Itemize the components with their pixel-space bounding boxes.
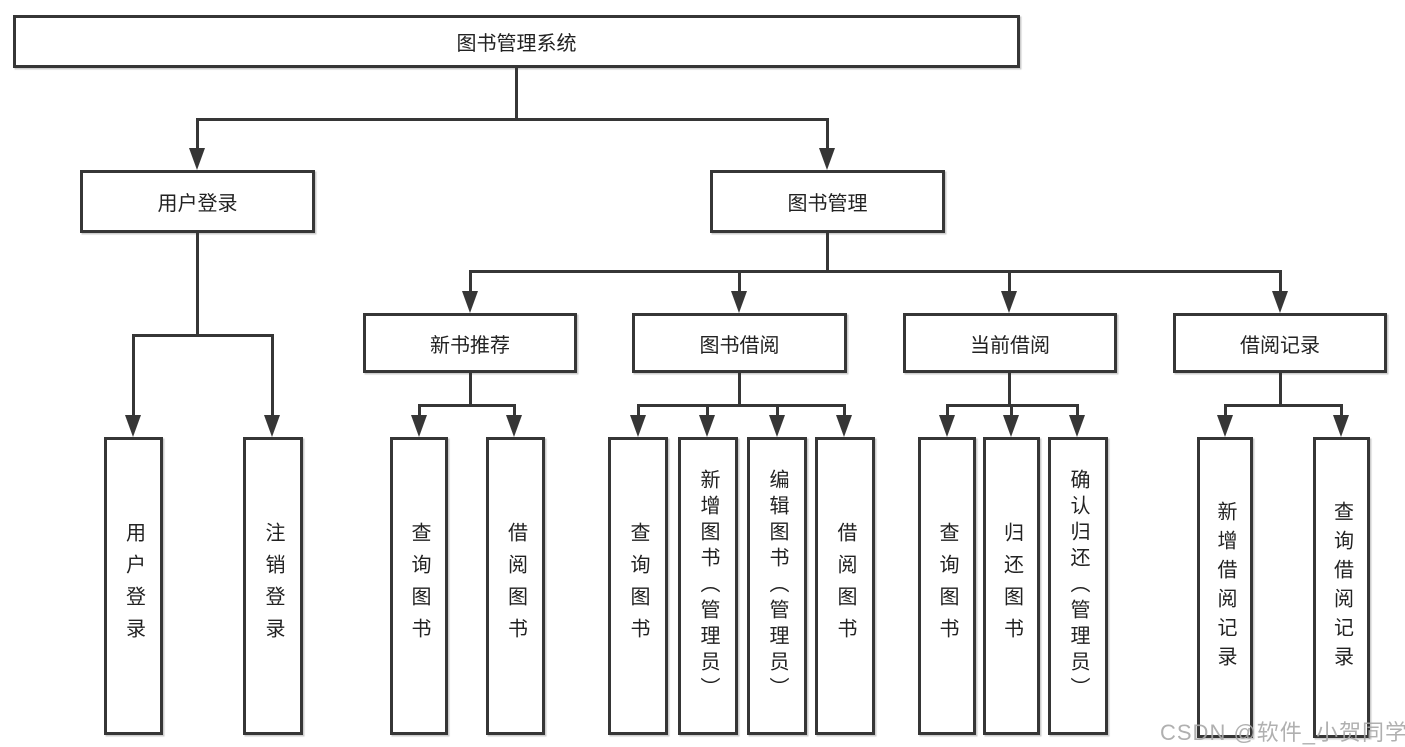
- arrowhead-down-icon: [1217, 415, 1233, 437]
- node-user-login: 用户登录: [80, 170, 315, 233]
- leaf-borrow-books-borrowing: 借阅图书: [815, 437, 875, 735]
- node-new-book-recommend: 新书推荐: [363, 313, 577, 373]
- connector-bookmgmt-stem: [826, 233, 829, 272]
- connector-bar: [1224, 404, 1342, 407]
- node-book-management: 图书管理: [710, 170, 945, 233]
- connector-root-bar: [196, 118, 829, 121]
- connector-drop: [776, 404, 779, 415]
- arrowhead-down-icon: [630, 415, 646, 437]
- connector-drop: [271, 334, 274, 415]
- node-book-borrowing: 图书借阅: [632, 313, 847, 373]
- leaf-query-books-recommend: 查询图书: [390, 437, 448, 735]
- leaf-add-books-admin: 新增图书（管理员）: [678, 437, 738, 735]
- leaf-query-books-current: 查询图书: [918, 437, 976, 735]
- arrowhead-down-icon: [1272, 291, 1288, 313]
- leaf-return-books: 归还图书: [983, 437, 1040, 735]
- connector-drop: [1076, 404, 1079, 415]
- connector-userlogin-bar: [132, 334, 273, 337]
- connector-stem: [1279, 373, 1282, 406]
- connector-drop: [469, 270, 472, 291]
- connector-bar: [418, 404, 515, 407]
- node-borrowing-records: 借阅记录: [1173, 313, 1387, 373]
- arrowhead-down-icon: [125, 415, 141, 437]
- arrowhead-down-icon: [699, 415, 715, 437]
- leaf-user-login: 用户登录: [104, 437, 163, 735]
- connector-drop: [513, 404, 516, 415]
- connector-drop: [843, 404, 846, 415]
- connector-drop: [418, 404, 421, 415]
- leaf-query-borrow-record: 查询借阅记录: [1313, 437, 1370, 738]
- arrowhead-down-icon: [819, 148, 835, 170]
- arrowhead-down-icon: [506, 415, 522, 437]
- arrowhead-down-icon: [939, 415, 955, 437]
- arrowhead-down-icon: [189, 148, 205, 170]
- connector-drop: [946, 404, 949, 415]
- leaf-query-books-borrowing: 查询图书: [608, 437, 668, 735]
- connector-drop: [1224, 404, 1227, 415]
- connector-drop: [1010, 404, 1013, 415]
- connector-drop: [196, 118, 199, 148]
- connector-drop: [637, 404, 640, 415]
- node-current-borrowing: 当前借阅: [903, 313, 1117, 373]
- connector-stem: [738, 373, 741, 406]
- arrowhead-down-icon: [1001, 291, 1017, 313]
- leaf-borrow-books-recommend: 借阅图书: [486, 437, 545, 735]
- connector-drop: [1008, 270, 1011, 291]
- connector-stem: [1008, 373, 1011, 406]
- arrowhead-down-icon: [411, 415, 427, 437]
- connector-drop: [132, 334, 135, 415]
- connector-drop: [1340, 404, 1343, 415]
- arrowhead-down-icon: [1003, 415, 1019, 437]
- connector-drop: [738, 270, 741, 291]
- connector-bookmgmt-bar: [469, 270, 1281, 273]
- connector-stem: [469, 373, 472, 406]
- leaf-confirm-return-admin: 确认归还（管理员）: [1048, 437, 1108, 735]
- leaf-edit-books-admin: 编辑图书（管理员）: [747, 437, 807, 735]
- node-library-system: 图书管理系统: [13, 15, 1020, 68]
- watermark: CSDN @软件_小贺同学: [1160, 720, 1405, 745]
- arrowhead-down-icon: [264, 415, 280, 437]
- arrowhead-down-icon: [836, 415, 852, 437]
- connector-bar: [637, 404, 845, 407]
- connector-drop: [706, 404, 709, 415]
- arrowhead-down-icon: [731, 291, 747, 313]
- connector-drop: [1279, 270, 1282, 291]
- connector-userlogin-stem: [196, 233, 199, 337]
- connector-root-stem: [515, 68, 518, 120]
- arrowhead-down-icon: [462, 291, 478, 313]
- arrowhead-down-icon: [1069, 415, 1085, 437]
- connector-drop: [826, 118, 829, 148]
- leaf-add-borrow-record: 新增借阅记录: [1197, 437, 1253, 738]
- leaf-logout-login: 注销登录: [243, 437, 303, 735]
- arrowhead-down-icon: [769, 415, 785, 437]
- arrowhead-down-icon: [1333, 415, 1349, 437]
